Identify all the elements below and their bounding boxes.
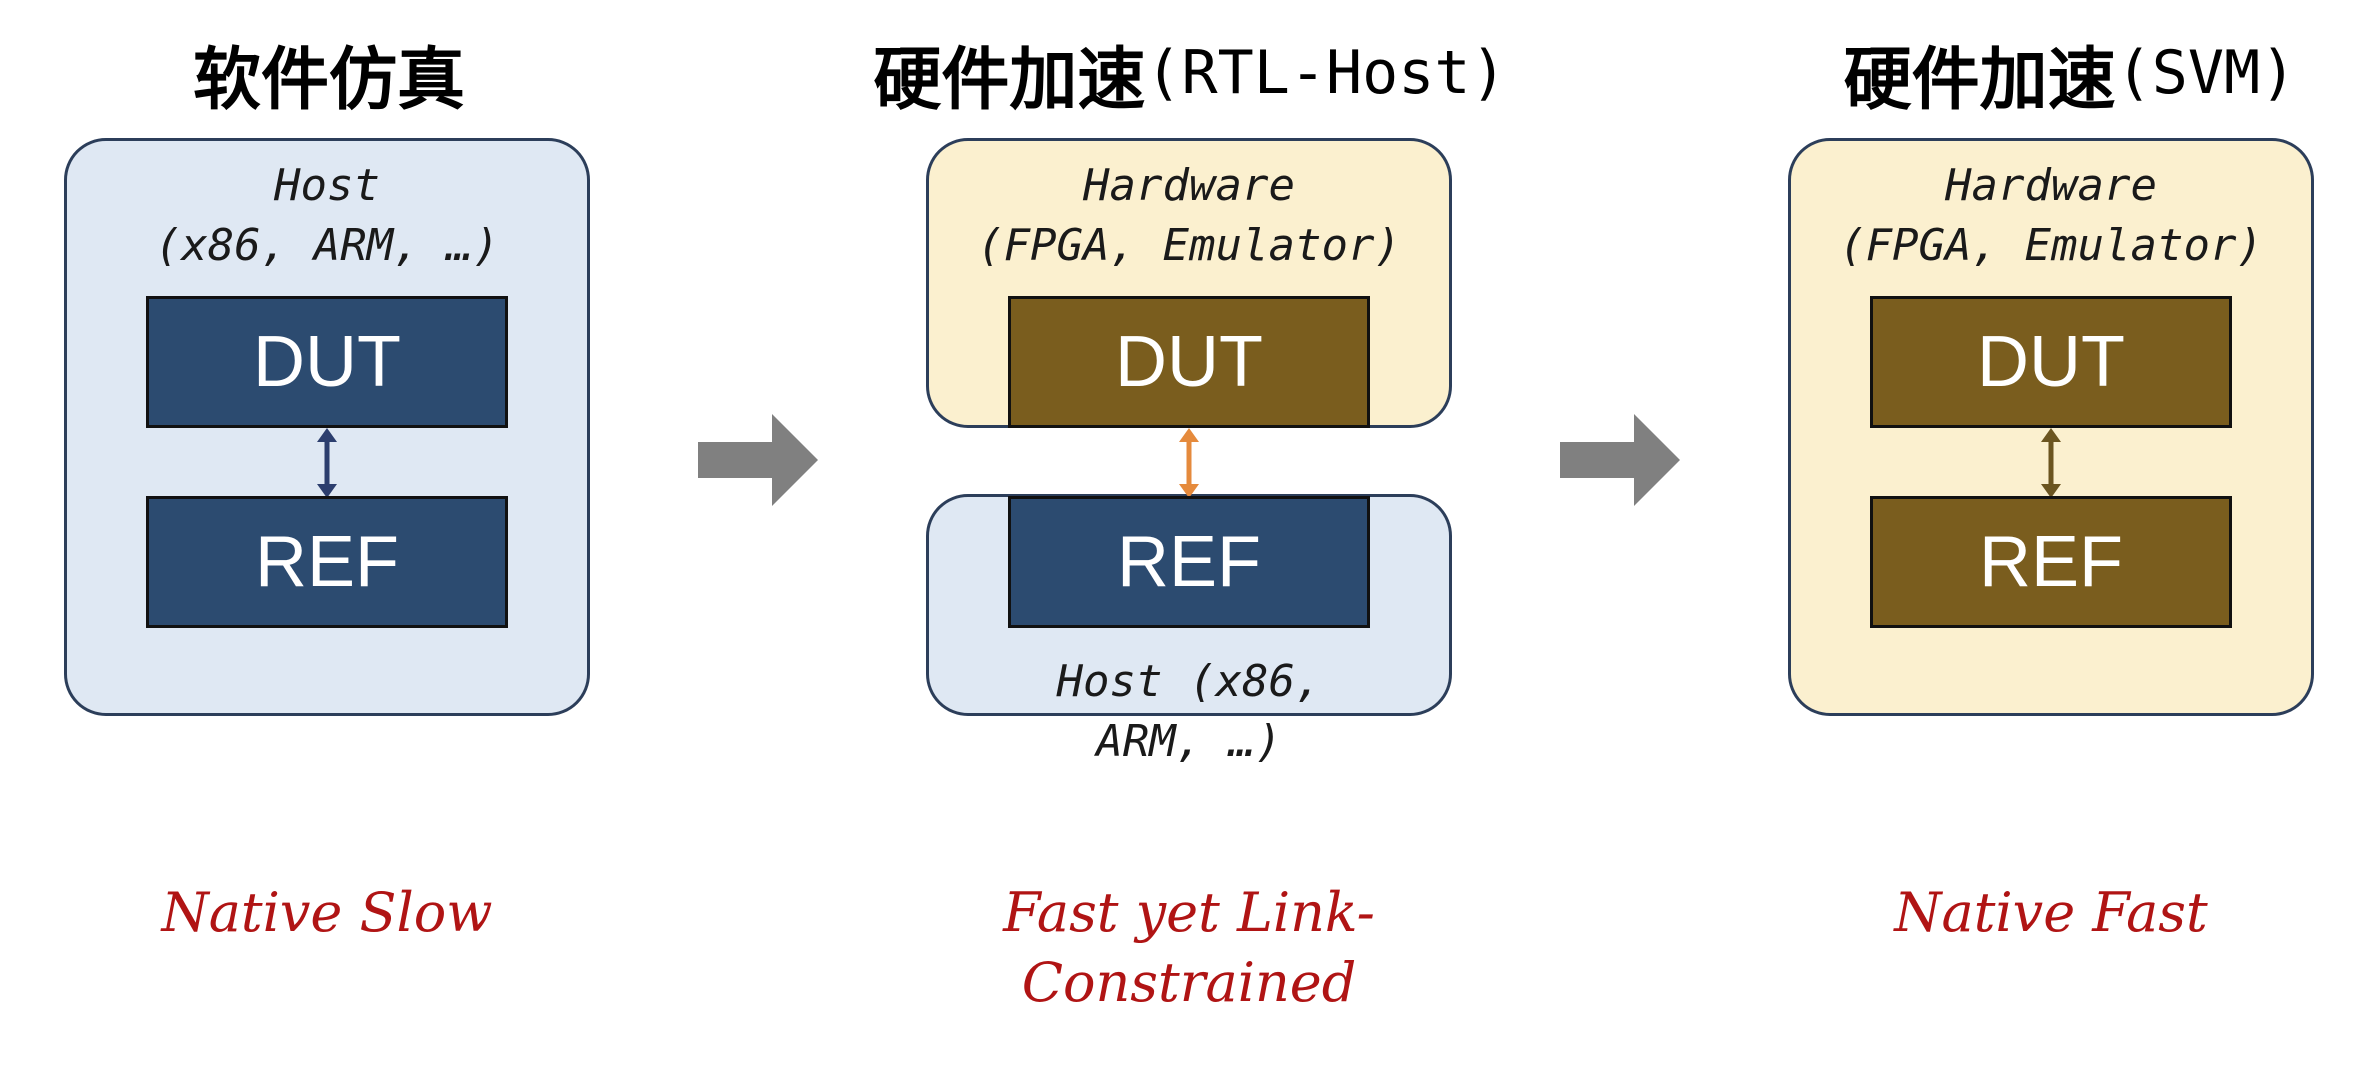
hardware-label-line1: Hardware <box>1083 160 1295 211</box>
flow-arrow-icon <box>1560 414 1680 506</box>
caption-fast-link-constrained: Fast yet Link- Constrained <box>926 878 1452 1018</box>
host-label: Host (x86, ARM, …) <box>926 652 1452 772</box>
dut-label: DUT <box>253 322 401 402</box>
host-label: Host (x86, ARM, …) <box>64 156 590 276</box>
title-rtl-host: 硬件加速(RTL-Host) <box>830 28 1550 120</box>
title-svm: 硬件加速(SVM) <box>1760 28 2360 120</box>
ref-block: REF <box>1008 496 1370 628</box>
caption-line1: Native Slow <box>161 881 493 944</box>
ref-label: REF <box>1117 522 1261 602</box>
title-cjk: 硬件加速 <box>1843 40 2116 120</box>
flow-arrow-icon <box>698 414 818 506</box>
caption-native-slow: Native Slow <box>64 878 590 948</box>
hardware-label-line1: Hardware <box>1945 160 2157 211</box>
host-label-line1: Host <box>274 160 380 211</box>
title-latin: (SVM) <box>2115 38 2297 108</box>
ref-block: REF <box>146 496 508 628</box>
host-label-line2: ARM, …) <box>1096 716 1282 767</box>
title-cjk: 硬件加速 <box>873 40 1146 120</box>
host-label-line2: (x86, ARM, …) <box>154 220 500 271</box>
hardware-label-line2: (FPGA, Emulator) <box>977 220 1401 271</box>
host-label-line1: Host (x86, <box>1056 656 1322 707</box>
double-arrow-icon <box>317 428 337 498</box>
title-cjk: 软件仿真 <box>192 40 465 120</box>
dut-label: DUT <box>1115 322 1263 402</box>
ref-label: REF <box>255 522 399 602</box>
dut-block: DUT <box>1008 296 1370 428</box>
dut-block: DUT <box>146 296 508 428</box>
hardware-label: Hardware (FPGA, Emulator) <box>926 156 1452 276</box>
title-software-simulation: 软件仿真 <box>64 28 594 120</box>
hardware-label: Hardware (FPGA, Emulator) <box>1788 156 2314 276</box>
ref-label: REF <box>1979 522 2123 602</box>
caption-line1: Native Fast <box>1894 881 2208 944</box>
caption-native-fast: Native Fast <box>1788 878 2314 948</box>
caption-line2: Constrained <box>1021 951 1357 1014</box>
double-arrow-icon <box>1179 428 1199 498</box>
double-arrow-icon <box>2041 428 2061 498</box>
caption-line1: Fast yet Link- <box>1003 881 1375 944</box>
ref-block: REF <box>1870 496 2232 628</box>
hardware-label-line2: (FPGA, Emulator) <box>1839 220 2263 271</box>
title-latin: (RTL-Host) <box>1145 38 1507 108</box>
dut-block: DUT <box>1870 296 2232 428</box>
dut-label: DUT <box>1977 322 2125 402</box>
